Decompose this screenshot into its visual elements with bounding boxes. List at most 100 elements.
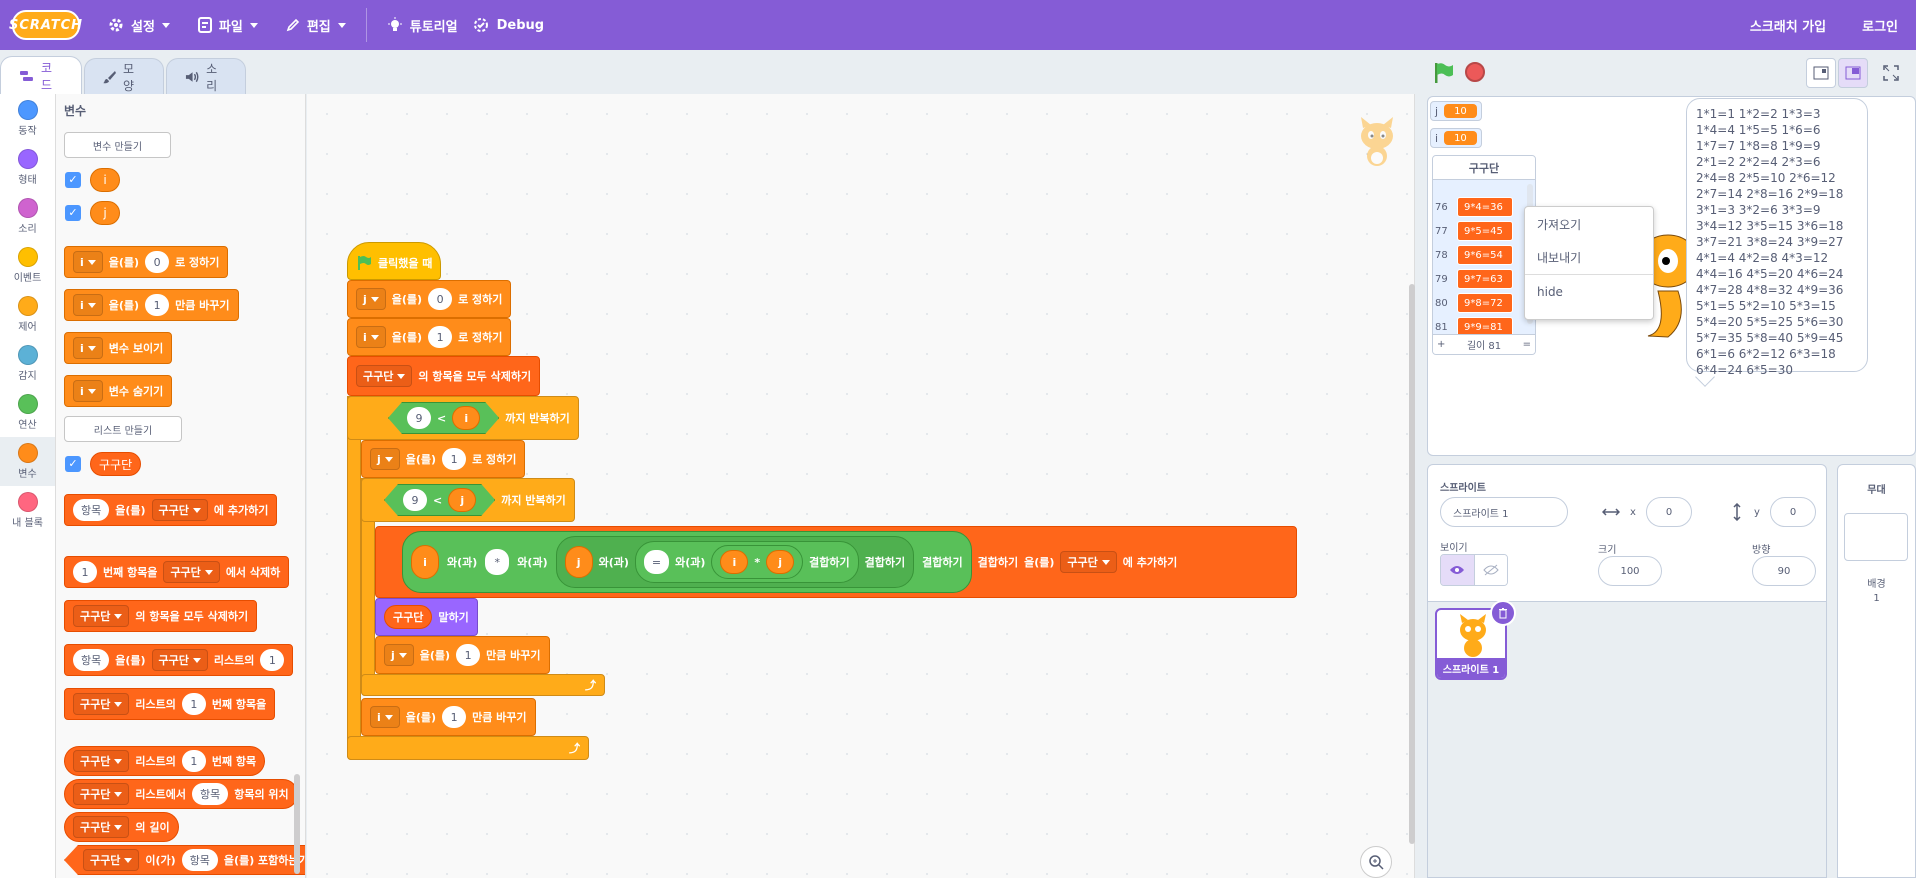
size-input[interactable]: 100	[1598, 556, 1662, 586]
add-item-button[interactable]: +	[1437, 339, 1446, 350]
equals-input[interactable]: =	[643, 550, 670, 574]
value-input[interactable]: 0	[145, 251, 170, 273]
index-input[interactable]: 1	[181, 693, 206, 715]
x-input[interactable]: 0	[1646, 497, 1692, 527]
palette-scrollbar[interactable]	[294, 774, 300, 874]
var-j-reporter[interactable]: j	[564, 546, 593, 578]
item-of-list-reporter[interactable]: 구구단 리스트의 1 번째 항목	[64, 746, 266, 776]
set-j-block[interactable]: j 을(를) 0 로 정하기	[347, 280, 512, 318]
variable-dropdown[interactable]: j	[370, 448, 400, 470]
add-to-list-block[interactable]: 항목 을(를) 구구단 에 추가하기	[64, 494, 278, 526]
script-scrollbar[interactable]	[1409, 284, 1415, 844]
item-input[interactable]: 항목	[73, 499, 110, 521]
list-length-reporter[interactable]: 구구단 의 길이	[64, 812, 179, 842]
variable-dropdown[interactable]: j	[356, 288, 386, 310]
sprite-name-input[interactable]: 스프라이트 1	[1440, 497, 1568, 527]
hide-variable-block[interactable]: i 변수 숨기기	[64, 375, 173, 407]
tab-code[interactable]: 코드	[0, 56, 82, 94]
file-menu[interactable]: 파일	[184, 0, 272, 50]
set-variable-block[interactable]: i 을(를) 0 로 정하기	[64, 246, 229, 278]
script-area[interactable]: 클릭했을 때 j 을(를) 0 로 정하기 i 을(를) 1 로 정하기 구구단…	[307, 94, 1415, 878]
insert-at-list-block[interactable]: 항목 을(를) 구구단 리스트의 1	[64, 644, 294, 676]
show-sprite-button[interactable]	[1441, 555, 1474, 585]
change-variable-block[interactable]: i 을(를) 1 만큼 바꾸기	[64, 289, 239, 321]
resize-handle[interactable]: =	[1522, 339, 1531, 350]
join-operator[interactable]: i 와(과) * 와(과) j 와(과) = 와(과) i * j	[402, 531, 972, 593]
variable-dropdown[interactable]: i	[370, 706, 400, 728]
row-value[interactable]: 9*4=36	[1457, 197, 1513, 217]
multiply-operator[interactable]: i * j	[711, 545, 804, 579]
monitor-j[interactable]: j 10	[1430, 101, 1482, 121]
value-input[interactable]: 1	[442, 448, 467, 470]
item-input[interactable]: 항목	[182, 849, 218, 871]
join-operator[interactable]: j 와(과) = 와(과) i * j 결합하기 결합하기	[555, 536, 915, 588]
value-input[interactable]: 9	[403, 489, 427, 511]
hide-menu-item[interactable]: hide	[1537, 285, 1563, 299]
list-dropdown[interactable]: 구구단	[73, 693, 130, 715]
less-than-operator[interactable]: 9 < j	[384, 484, 495, 516]
variable-dropdown[interactable]: i	[73, 380, 103, 402]
index-input[interactable]: 1	[181, 750, 206, 772]
normal-stage-button[interactable]	[1838, 58, 1868, 88]
set-i-block[interactable]: i 을(를) 1 로 정하기	[347, 318, 512, 356]
join-scratch-button[interactable]: 스크래치 가입	[1749, 19, 1827, 35]
list-dropdown[interactable]: 구구단	[163, 561, 220, 583]
category-2[interactable]: 소리	[0, 192, 55, 241]
list-dropdown[interactable]: 구구단	[1060, 551, 1117, 573]
scratch-logo[interactable]: SCRATCH	[9, 10, 82, 40]
var-j-checkbox[interactable]: ✓	[65, 205, 81, 221]
variable-dropdown[interactable]: i	[73, 294, 103, 316]
value-input[interactable]: 1	[428, 326, 453, 348]
show-variable-block[interactable]: i 변수 보이기	[64, 332, 173, 364]
row-value[interactable]: 9*7=63	[1457, 269, 1513, 289]
delete-sprite-button[interactable]	[1490, 600, 1516, 626]
var-i-checkbox[interactable]: ✓	[65, 172, 81, 188]
list-contains-boolean[interactable]: 구구단 이(가) 항목 을(를) 포함하는가	[64, 845, 306, 875]
category-5[interactable]: 감지	[0, 339, 55, 388]
direction-input[interactable]: 90	[1752, 556, 1816, 586]
delete-all-block[interactable]: 구구단 의 항목을 모두 삭제하기	[347, 356, 541, 396]
y-input[interactable]: 0	[1770, 497, 1816, 527]
fullscreen-button[interactable]	[1876, 58, 1906, 88]
var-i-reporter[interactable]: i	[411, 545, 439, 579]
category-8[interactable]: 내 블록	[0, 486, 55, 535]
value-input[interactable]: 1	[145, 294, 170, 316]
list-dropdown[interactable]: 구구단	[151, 649, 208, 671]
row-value[interactable]: 9*5=45	[1457, 221, 1513, 241]
list-dropdown[interactable]: 구구단	[356, 365, 413, 387]
variable-dropdown[interactable]: j	[384, 644, 414, 666]
say-block[interactable]: 구구단 말하기	[375, 598, 478, 636]
value-input[interactable]: 1	[442, 706, 467, 728]
join-operator[interactable]: = 와(과) i * j 결합하기	[634, 541, 859, 583]
import-menu-item[interactable]: 가져오기	[1537, 217, 1582, 232]
row-value[interactable]: 9*8=72	[1457, 293, 1513, 313]
edit-menu[interactable]: 편집	[272, 0, 360, 50]
debug-button[interactable]: Debug	[472, 0, 558, 50]
category-3[interactable]: 이벤트	[0, 241, 55, 290]
variable-dropdown[interactable]: i	[356, 326, 386, 348]
delete-of-list-block[interactable]: 1 번째 항목을 구구단 에서 삭제하	[64, 556, 290, 588]
green-flag-button[interactable]	[1432, 62, 1454, 84]
stage-selector[interactable]: 무대 배경 1	[1837, 464, 1916, 878]
item-input[interactable]: 항목	[191, 783, 229, 805]
list-dropdown[interactable]: 구구단	[73, 816, 130, 838]
variable-dropdown[interactable]: i	[73, 251, 103, 273]
star-input[interactable]: *	[485, 549, 510, 575]
var-j-reporter[interactable]: j	[90, 201, 120, 225]
item-input[interactable]: 항목	[73, 649, 110, 671]
list-reporter[interactable]: 구구단	[90, 452, 142, 476]
stop-button[interactable]	[1465, 62, 1485, 82]
export-menu-item[interactable]: 내보내기	[1525, 241, 1653, 275]
hide-sprite-button[interactable]	[1473, 555, 1507, 585]
tutorial-button[interactable]: 튜토리얼	[373, 0, 472, 50]
monitor-i[interactable]: i 10	[1430, 128, 1482, 148]
delete-all-of-list-block[interactable]: 구구단 의 항목을 모두 삭제하기	[64, 600, 258, 632]
var-j-reporter[interactable]: j	[448, 488, 476, 512]
category-4[interactable]: 제어	[0, 290, 55, 339]
category-1[interactable]: 형태	[0, 143, 55, 192]
list-dropdown[interactable]: 구구단	[73, 750, 130, 772]
var-i-reporter[interactable]: i	[452, 406, 480, 430]
variable-dropdown[interactable]: i	[73, 337, 103, 359]
settings-menu[interactable]: 설정	[94, 0, 184, 50]
list-dropdown[interactable]: 구구단	[151, 499, 208, 521]
